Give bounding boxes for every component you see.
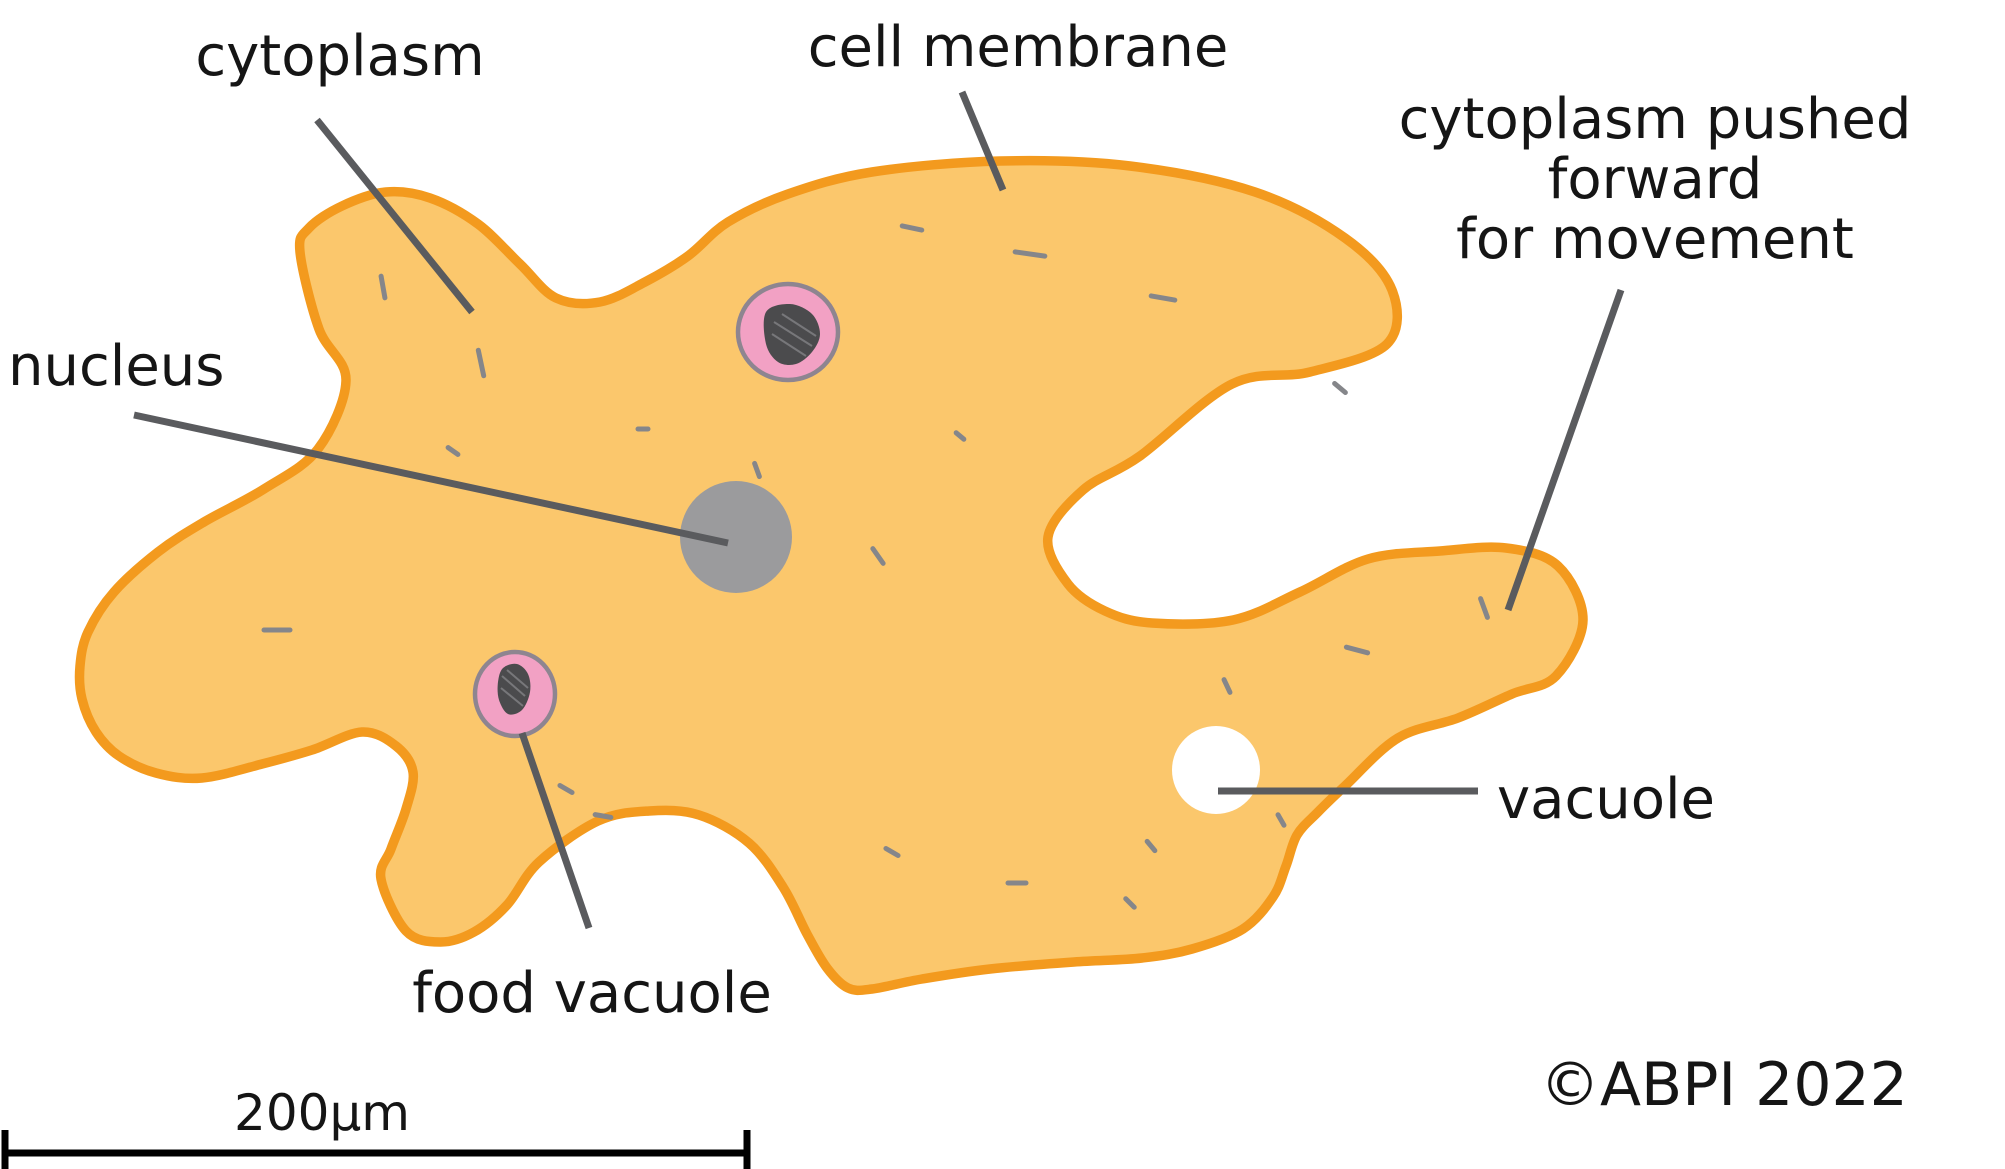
food-particle-hatch-line	[500, 687, 524, 707]
cytoplasm-speckle	[1275, 812, 1287, 828]
food-particle-hatch-line	[501, 675, 526, 697]
cytoplasm-speckle	[1148, 293, 1178, 303]
food-particle-hatch-line	[781, 313, 817, 337]
vacuole-organelle	[1172, 726, 1260, 814]
cytoplasm-speckle	[1332, 381, 1348, 395]
label-nucleus: nucleus	[8, 334, 224, 399]
nucleus-leader	[133, 411, 729, 547]
label-vacuole: vacuole	[1497, 767, 1715, 832]
cytoplasm-speckle	[592, 812, 614, 820]
cytoplasm-leader	[314, 117, 475, 315]
copyright-text: ©ABPI 2022	[1540, 1050, 1908, 1120]
cytoplasm-speckle	[870, 546, 886, 566]
food-vacuole-organelles	[472, 281, 841, 739]
cytoplasm-speckle	[1478, 596, 1490, 620]
cytoplasm-speckles	[261, 223, 1490, 910]
food-vacuole	[735, 281, 841, 383]
food-particle	[497, 663, 531, 715]
cytoplasm-speckle	[445, 445, 461, 457]
cytoplasm-speckle	[1012, 249, 1048, 259]
food-vacuole	[472, 649, 558, 739]
nucleus-organelle	[680, 481, 792, 593]
cytoplasm-speckle	[1221, 677, 1233, 695]
cytoplasm-speckle	[378, 273, 388, 301]
cytoplasm-speckle	[475, 347, 487, 379]
cytoplasm-speckle	[953, 430, 967, 442]
food-vacuole-leader	[518, 731, 593, 930]
leader-lines	[133, 90, 1625, 930]
label-food-vacuole: food vacuole	[412, 961, 772, 1026]
cytoplasm-speckle	[1343, 644, 1371, 656]
label-cytoplasm: cytoplasm	[195, 24, 484, 89]
scale-bar-label: 200µm	[234, 1084, 410, 1142]
cytoplasm-speckle	[1144, 838, 1158, 854]
amoeba-body	[74, 155, 1588, 996]
food-particle-hatch-line	[771, 333, 807, 357]
label-cell-membrane: cell membrane	[808, 15, 1229, 80]
scale-bar: 200µm	[1, 1084, 751, 1169]
food-particle-hatch-line	[773, 321, 813, 347]
cytoplasm-speckle	[557, 783, 575, 795]
cytoplasm-speckle	[752, 460, 762, 480]
cytoplasm-speckle	[883, 846, 901, 858]
food-particle	[763, 303, 820, 365]
pushed-leader	[1504, 288, 1625, 612]
cytoplasm-speckle	[899, 223, 925, 233]
food-particle-hatch-line	[506, 669, 529, 689]
cell-membrane-leader	[958, 90, 1007, 192]
cytoplasm-speckle	[1123, 896, 1137, 910]
